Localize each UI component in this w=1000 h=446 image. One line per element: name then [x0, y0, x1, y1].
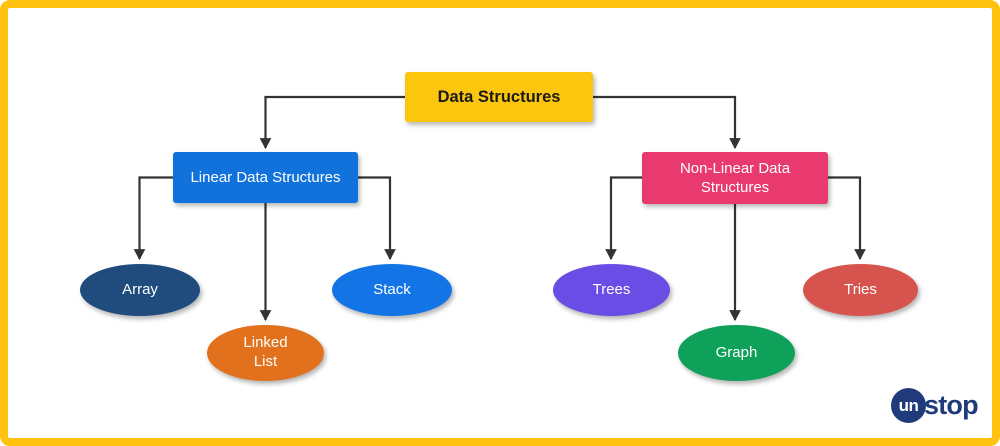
node-graph: Graph [678, 325, 795, 381]
node-array-label: Array [122, 280, 158, 298]
node-data-structures-label: Data Structures [437, 87, 561, 106]
node-tries: Tries [803, 264, 918, 316]
node-linked-list-label: Linked List [243, 334, 288, 370]
node-nonlinear-label: Non-Linear Data Structures [679, 159, 791, 197]
node-trees-label: Trees [592, 280, 631, 298]
node-stack-label: Stack [373, 280, 411, 298]
connector-linear-to-stack [358, 176, 396, 261]
unstop-logo-circle-icon: un [891, 388, 926, 423]
unstop-logo-text: stop [924, 390, 979, 420]
connector-nonlinear-to-trees [605, 176, 642, 261]
node-trees: Trees [553, 264, 670, 316]
node-linear-label: Linear Data Structures [190, 168, 341, 186]
unstop-logo-bubble-text: un [898, 395, 919, 415]
unstop-logo: un stop [891, 388, 979, 423]
node-stack: Stack [332, 264, 452, 316]
connector-root-to-linear [259, 95, 405, 150]
node-graph-label: Graph [715, 343, 758, 361]
node-linear-data-structures: Linear Data Structures [173, 152, 358, 203]
node-data-structures: Data Structures [405, 72, 593, 122]
node-linked-list: Linked List [207, 325, 324, 381]
node-array: Array [80, 264, 200, 316]
connector-root-to-nonlinear [593, 95, 741, 150]
node-tries-label: Tries [844, 280, 877, 298]
connector-linear-to-array [133, 176, 173, 261]
node-nonlinear-data-structures: Non-Linear Data Structures [642, 152, 828, 204]
connector-nonlinear-to-tries [828, 176, 866, 261]
